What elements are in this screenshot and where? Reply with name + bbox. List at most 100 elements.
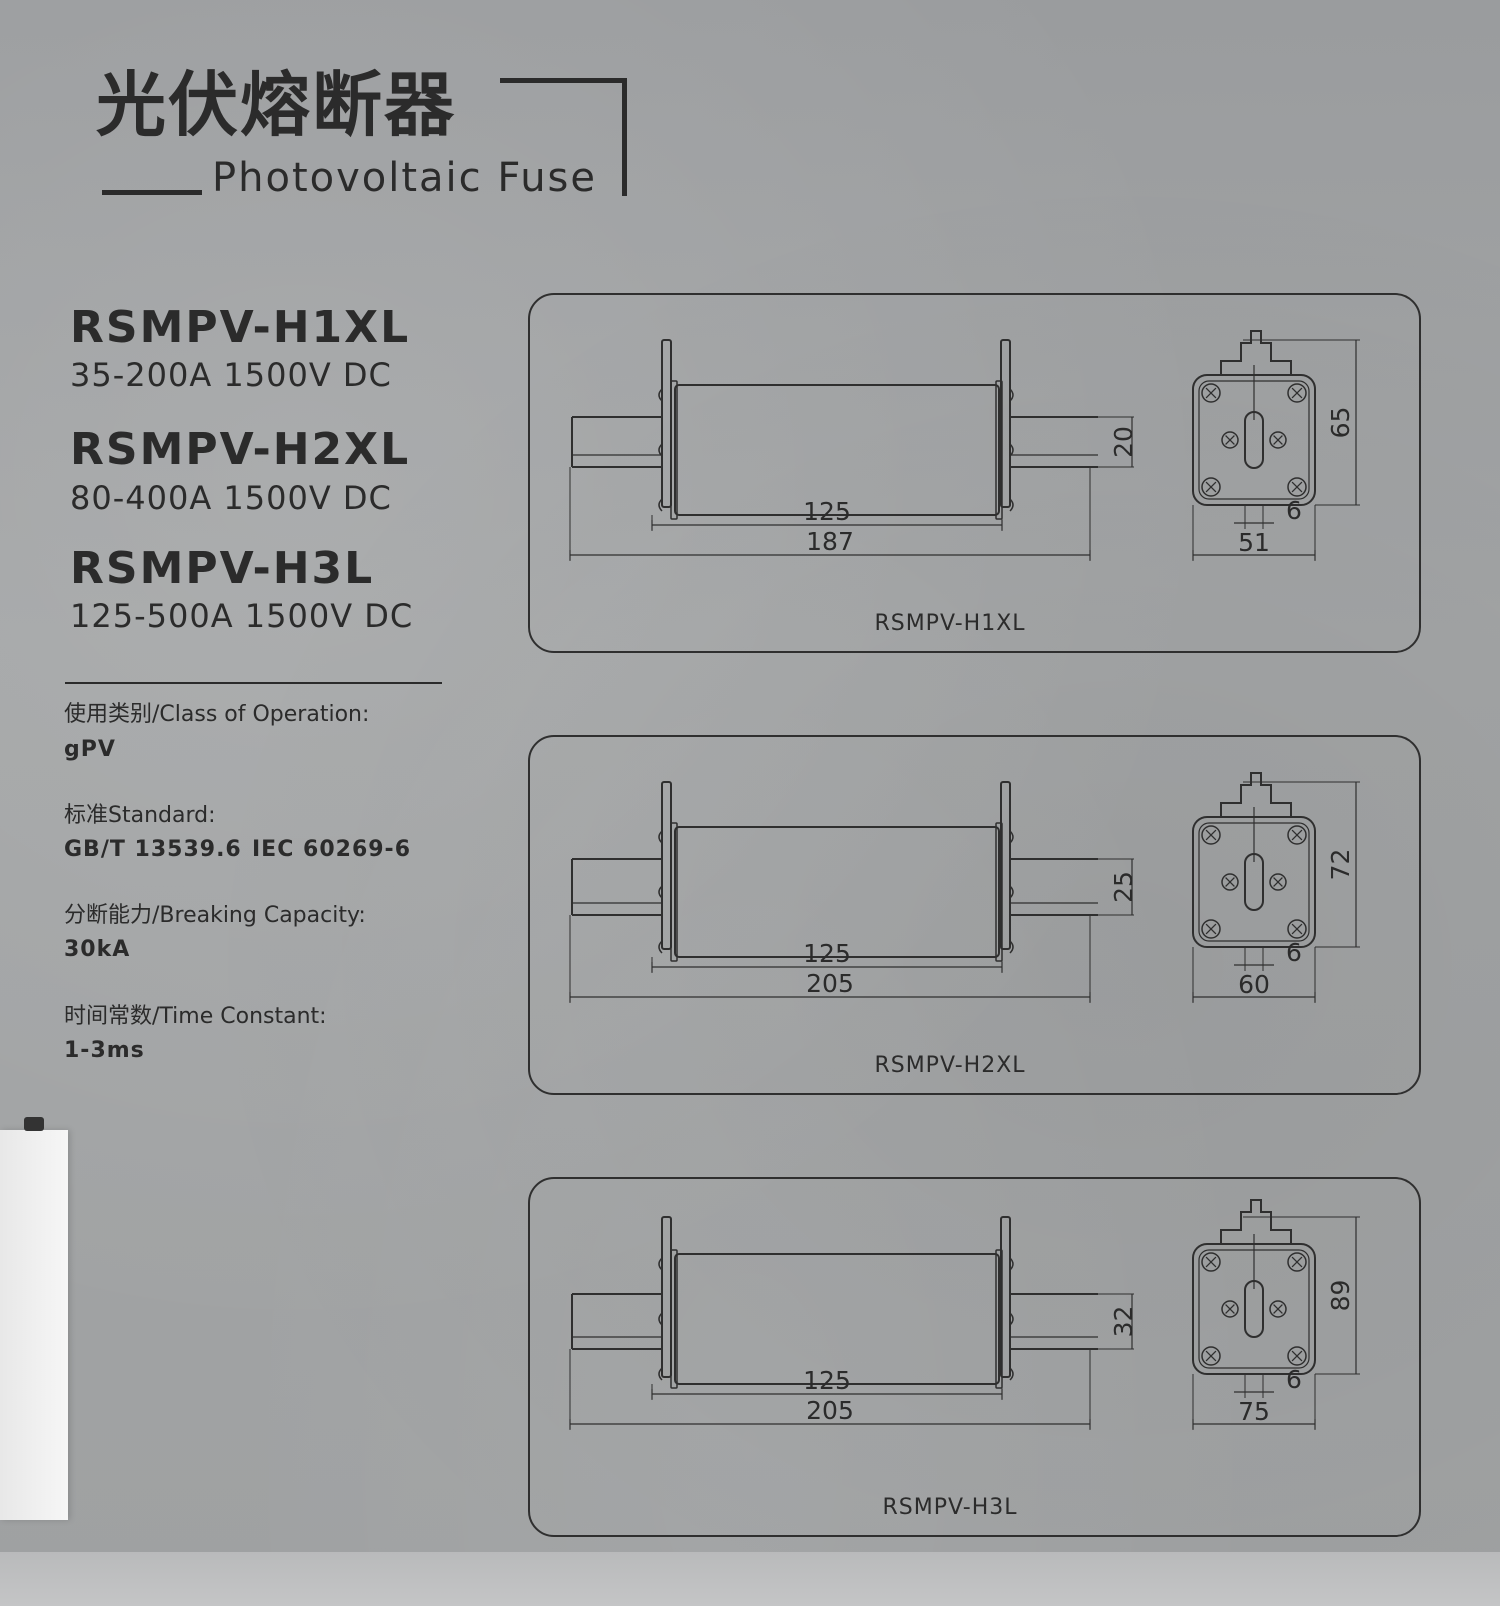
outline-line xyxy=(1291,1256,1303,1268)
outline-rect xyxy=(995,822,1003,962)
screw-icon xyxy=(1201,477,1221,497)
outline-line xyxy=(1205,1350,1217,1362)
model-name: RSMPV-H3L xyxy=(70,543,375,594)
outline-rect xyxy=(995,1249,1003,1389)
screw-icon xyxy=(1201,919,1221,939)
tab-outline xyxy=(1220,330,1292,375)
dimension-label: 205 xyxy=(806,969,854,998)
class-of-operation-label: 使用类别/Class of Operation: xyxy=(64,702,370,727)
plate-bump xyxy=(1009,498,1014,512)
model-name: RSMPV-H1XL xyxy=(70,302,411,353)
model-name: RSMPV-H2XL xyxy=(70,424,411,475)
plate-bump xyxy=(658,1367,663,1381)
plate-bump xyxy=(1009,1367,1014,1381)
time-constant-label: 时间常数/Time Constant: xyxy=(64,1004,327,1029)
outline-rect xyxy=(670,380,678,520)
screw-icon xyxy=(1269,431,1287,449)
screw-icon xyxy=(1221,431,1239,449)
dimension-label: 32 xyxy=(1109,1306,1138,1338)
screw-icon xyxy=(1287,1346,1307,1366)
breaking-capacity-value: 30kA xyxy=(64,937,131,962)
plate-bump xyxy=(658,885,663,899)
dimension-label: 125 xyxy=(803,939,851,968)
outline-line xyxy=(1225,877,1235,887)
screw-icon xyxy=(1287,383,1307,403)
screw-icon xyxy=(1201,1346,1221,1366)
outline-line xyxy=(1291,829,1303,841)
model-rating: 125-500A 1500V DC xyxy=(70,597,414,635)
outline-line xyxy=(1291,481,1303,493)
outline-rect xyxy=(674,1253,1000,1385)
page-title: 光伏熔断器 xyxy=(96,64,456,146)
outline-line xyxy=(1205,387,1217,399)
page-subtitle: Photovoltaic Fuse xyxy=(212,155,597,201)
screw-icon xyxy=(1201,383,1221,403)
white-box-knob xyxy=(24,1117,44,1131)
outline-line xyxy=(1291,387,1303,399)
dimension-label: 60 xyxy=(1238,970,1270,999)
dimension-label: 72 xyxy=(1326,849,1355,881)
outline-rect xyxy=(674,384,1000,516)
model-rating: 35-200A 1500V DC xyxy=(70,356,392,394)
plate-bump xyxy=(1009,830,1014,844)
drawing-label: RSMPV-H3L xyxy=(882,1495,1018,1520)
outline-line xyxy=(1225,1304,1235,1314)
outline-line xyxy=(1291,923,1303,935)
drawing-label: RSMPV-H1XL xyxy=(874,611,1026,636)
outline-line xyxy=(1205,923,1217,935)
outline-line xyxy=(1273,877,1283,887)
standard-value: IEC 60269-6 xyxy=(252,837,411,862)
screw-icon xyxy=(1287,1252,1307,1272)
dimension-label: 205 xyxy=(806,1396,854,1425)
outline-rect xyxy=(995,380,1003,520)
screw-icon xyxy=(1269,1300,1287,1318)
dimension-label: 125 xyxy=(803,1366,851,1395)
dimension-label: 25 xyxy=(1109,871,1138,903)
plate-bump xyxy=(658,830,663,844)
outline-line xyxy=(1205,481,1217,493)
outline-rect xyxy=(1244,853,1264,911)
plate-bump xyxy=(1009,885,1014,899)
outline-rect xyxy=(1244,1280,1264,1338)
breaking-capacity-label: 分断能力/Breaking Capacity: xyxy=(64,903,366,928)
class-of-operation-value: gPV xyxy=(64,737,116,762)
dimension-label: 51 xyxy=(1238,528,1270,557)
plate-bump xyxy=(658,498,663,512)
outline-line xyxy=(1273,1304,1283,1314)
screw-icon xyxy=(1287,919,1307,939)
outline-rect xyxy=(661,339,672,508)
tab-outline xyxy=(1220,1199,1292,1244)
screw-icon xyxy=(1287,477,1307,497)
title-underline xyxy=(102,190,202,195)
plate-bump xyxy=(1009,940,1014,954)
plate-bump xyxy=(658,388,663,402)
outline-rect xyxy=(674,826,1000,958)
title-bracket-side xyxy=(622,78,627,196)
floor-strip xyxy=(0,1552,1500,1606)
dimension-label: 6 xyxy=(1286,496,1302,525)
outline-rect xyxy=(1000,339,1011,508)
screw-icon xyxy=(1221,1300,1239,1318)
outline-rect xyxy=(661,781,672,950)
outline-rect xyxy=(1244,411,1264,469)
outline-rect xyxy=(1000,1216,1011,1378)
screw-icon xyxy=(1287,825,1307,845)
plate-bump xyxy=(658,1312,663,1326)
outline-line xyxy=(1291,1350,1303,1362)
outline-rect xyxy=(670,1249,678,1389)
drawing-label: RSMPV-H2XL xyxy=(874,1053,1026,1078)
outline-rect xyxy=(1000,781,1011,950)
title-bracket xyxy=(500,78,627,83)
plate-bump xyxy=(658,1257,663,1271)
outline-line xyxy=(1205,1256,1217,1268)
dimension-label: 6 xyxy=(1286,938,1302,967)
plate-bump xyxy=(658,940,663,954)
outline-line xyxy=(1273,435,1283,445)
outline-rect xyxy=(670,822,678,962)
standard-value: GB/T 13539.6 xyxy=(64,837,242,862)
time-constant-value: 1-3ms xyxy=(64,1038,145,1063)
